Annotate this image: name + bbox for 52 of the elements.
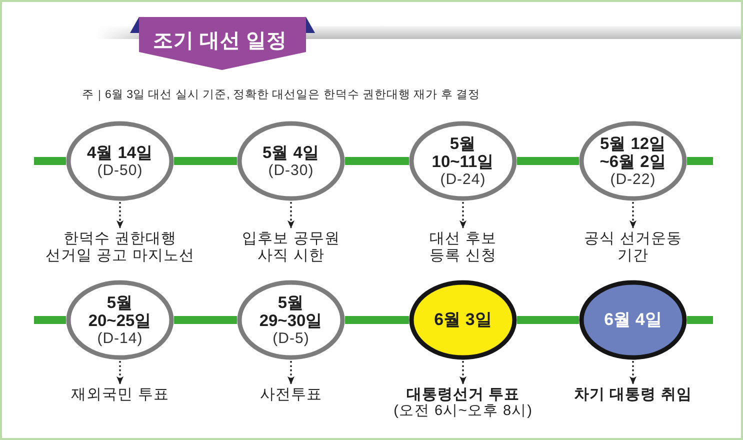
date-circle [237, 121, 345, 201]
event-text: 입후보 공무원 사직 시한 [241, 230, 341, 264]
note-text: 6월 3일 대선 실시 기준, 정확한 대선일은 한덕수 권한대행 재가 후 결정 [105, 88, 480, 103]
timeline-line [34, 316, 66, 324]
countdown-text: (D-50) [97, 162, 143, 178]
date-circle [409, 121, 517, 201]
timeline-line [517, 157, 579, 165]
arrow [287, 202, 295, 228]
date-circle [579, 280, 687, 360]
arrow [629, 202, 637, 228]
timeline-line [345, 316, 409, 324]
arrow [629, 361, 637, 384]
arrow [116, 202, 124, 228]
date-text: 5월 10~11일 [430, 134, 496, 170]
arrow [287, 361, 295, 384]
event-text: 재외국민 투표 [71, 386, 169, 403]
event-text: 대통령선거 투표 [406, 386, 520, 403]
countdown-text: (D-22) [610, 170, 656, 188]
date-circle [579, 121, 687, 201]
countdown-text: (D-30) [268, 162, 314, 178]
event-text: 공식 선거운동 기간 [583, 230, 683, 264]
timeline-line [174, 157, 237, 165]
arrow [459, 202, 467, 228]
countdown-text: (D-14) [97, 330, 143, 346]
date-text: 5월 4일 [262, 144, 320, 162]
date-circle [66, 121, 174, 201]
timeline-line [345, 157, 409, 165]
event-text: 대선 후보 등록 신청 [428, 230, 498, 264]
event-text: 사전투표 [260, 386, 322, 403]
date-circle [237, 280, 345, 360]
title-text: 조기 대선 일정 [153, 29, 287, 53]
timeline-line [687, 316, 713, 324]
date-text: 4월 14일 [86, 144, 154, 162]
event-text: 차기 대통령 취임 [574, 386, 692, 403]
timeline-line [687, 157, 713, 165]
date-text: 5월 20~25일 [87, 294, 153, 330]
date-text: 6월 3일 [434, 311, 492, 329]
arrow [116, 361, 124, 384]
countdown-text: (D-5) [272, 330, 310, 346]
date-text: 5월 29~30일 [258, 294, 324, 330]
time-note: (오전 6시~오후 8시) [394, 403, 532, 420]
countdown-text: (D-24) [440, 170, 486, 188]
timeline-line [517, 316, 579, 324]
timeline-line [34, 157, 66, 165]
date-circle [66, 280, 174, 360]
note-label: 주 [82, 88, 94, 103]
event-text: 한덕수 권한대행 선거일 공고 마지노선 [44, 230, 196, 264]
date-circle [409, 280, 517, 360]
date-text: 6월 4일 [604, 311, 662, 329]
arrow [459, 361, 467, 384]
date-text: 5월 12일 ~6월 2일 [598, 134, 668, 170]
timeline-line [174, 316, 237, 324]
